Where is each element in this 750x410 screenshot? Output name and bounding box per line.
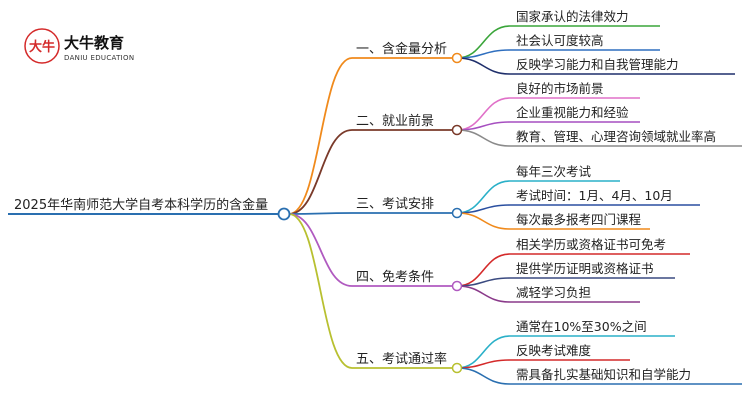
branch-leaf-link <box>456 57 511 75</box>
root-branch-link <box>288 213 353 369</box>
branch-topic: 三、考试安排 <box>356 197 434 212</box>
root-connector-icon <box>277 207 291 221</box>
root-branch-link <box>288 213 353 287</box>
branch-leaf-link <box>456 212 511 230</box>
leaf-topic: 企业重视能力和经验 <box>516 105 629 120</box>
branch-connector-icon <box>451 362 463 374</box>
root-topic: 2025年华南师范大学自考本科学历的含金量 <box>14 197 268 213</box>
branch-topic: 二、就业前景 <box>356 113 434 129</box>
leaf-topic: 反映学习能力和自我管理能力 <box>516 57 679 72</box>
leaf-topic: 相关学历或资格证书可免考 <box>516 237 666 252</box>
leaf-topic: 反映考试难度 <box>516 343 592 358</box>
branch-connector-icon <box>451 207 463 219</box>
branch-topic: 四、免考条件 <box>356 269 434 285</box>
root-branch-link <box>288 212 353 215</box>
leaf-topic: 需具备扎实基础知识和自学能力 <box>516 367 691 382</box>
leaf-topic: 每年三次考试 <box>516 164 592 179</box>
branch-topic: 五、考试通过率 <box>356 351 447 367</box>
leaf-topic: 考试时间：1月、4月、10月 <box>516 188 673 203</box>
brand-logo: 大牛 大牛教育 DANIU EDUCATION <box>24 28 134 64</box>
logo-mark-icon <box>24 28 60 64</box>
leaf-topic: 社会认可度较高 <box>516 33 604 48</box>
leaf-topic: 通常在10%至30%之间 <box>516 319 647 334</box>
leaf-topic: 国家承认的法律效力 <box>516 9 629 24</box>
leaf-topic: 每次最多报考四门课程 <box>516 212 642 227</box>
branch-connector-icon <box>451 124 463 136</box>
connector-lines <box>288 25 511 385</box>
root-branch-link <box>288 57 353 215</box>
branch-connector-icon <box>451 52 463 64</box>
branch-topic: 一、含金量分析 <box>356 41 447 57</box>
leaf-topic: 良好的市场前景 <box>516 81 604 96</box>
logo-subtitle: DANIU EDUCATION <box>64 54 134 62</box>
logo-mark-text: 大牛 <box>29 39 55 55</box>
node-layer: 2025年华南师范大学自考本科学历的含金量 一、含金量分析 国家承认的法律效力社会认… <box>8 9 742 385</box>
leaf-topic: 提供学历证明或资格证书 <box>516 261 654 276</box>
root-branch-link <box>288 129 353 215</box>
branch-leaf-link <box>456 285 511 303</box>
logo-name: 大牛教育 <box>64 34 124 52</box>
branch-connector-icon <box>451 280 463 292</box>
branch-leaf-link <box>456 129 511 147</box>
leaf-topic: 减轻学习负担 <box>516 285 591 300</box>
leaf-topic: 教育、管理、心理咨询领域就业率高 <box>516 129 716 144</box>
branch-leaf-link <box>456 367 511 385</box>
